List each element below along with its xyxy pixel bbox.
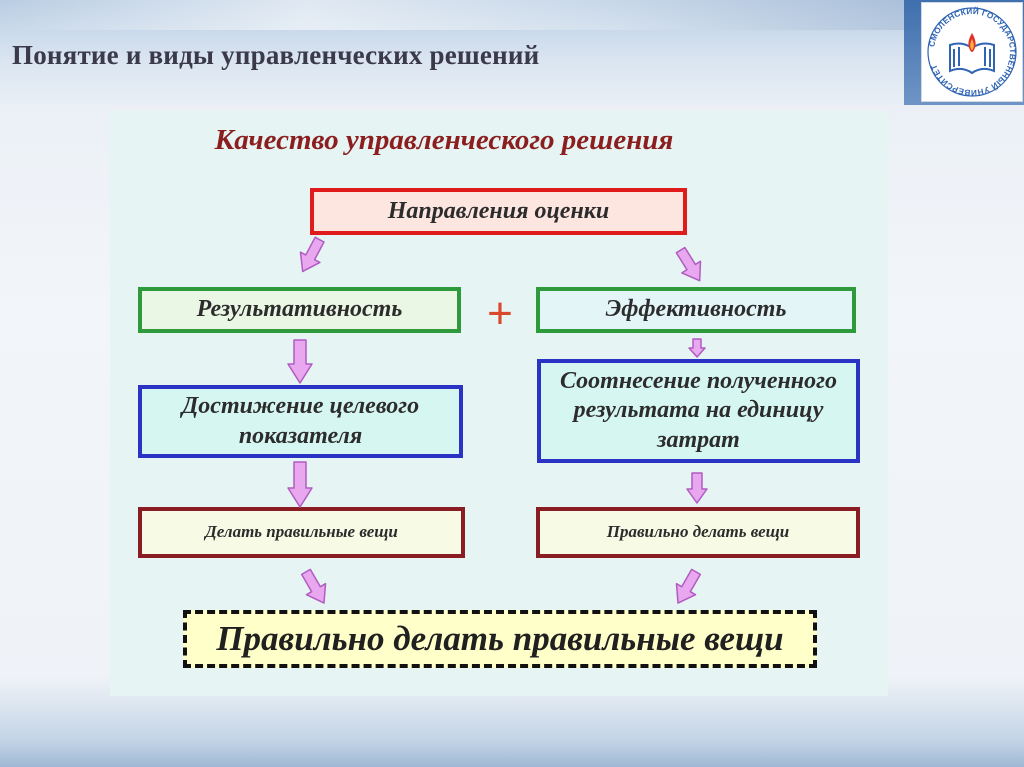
arrow-efficiency-to-ratio [688,338,706,358]
target-achievement-box: Достижение целевого показателя [138,385,463,458]
plus-sign: + [487,289,513,338]
arrow-to-efficiency-criterion [675,246,702,282]
arrow-to-result-criterion [299,236,325,273]
arrow-ratio-to-principle [686,472,708,504]
arrow-right-to-conclusion [675,568,702,604]
slide-title: Понятие и виды управленческих решений [12,40,540,70]
arrow-left-to-conclusion [300,568,327,604]
diagram-heading: Качество управленческого решения [214,124,674,156]
conclusion-box: Правильно делать правильные вещи [183,610,817,668]
do-right-things-box: Делать правильные вещи [138,507,465,558]
assessment-directions-box: Направления оценки [310,188,687,235]
do-things-right-box: Правильно делать вещи [536,507,860,558]
header-band [0,0,1024,105]
effectiveness-result-box: Результативность [138,287,461,333]
university-book-logo-icon: СМОЛЕНСКИЙ ГОСУДАРСТВЕННЫЙ УНИВЕРСИТЕТ [927,5,1016,97]
arrow-target-to-principle [287,461,313,508]
university-logo: СМОЛЕНСКИЙ ГОСУДАРСТВЕННЫЙ УНИВЕРСИТЕТ [921,2,1023,102]
efficiency-box: Эффективность [536,287,856,333]
arrow-result-to-target [287,339,313,384]
result-per-cost-box: Соотнесение полученного результата на ед… [537,359,860,463]
